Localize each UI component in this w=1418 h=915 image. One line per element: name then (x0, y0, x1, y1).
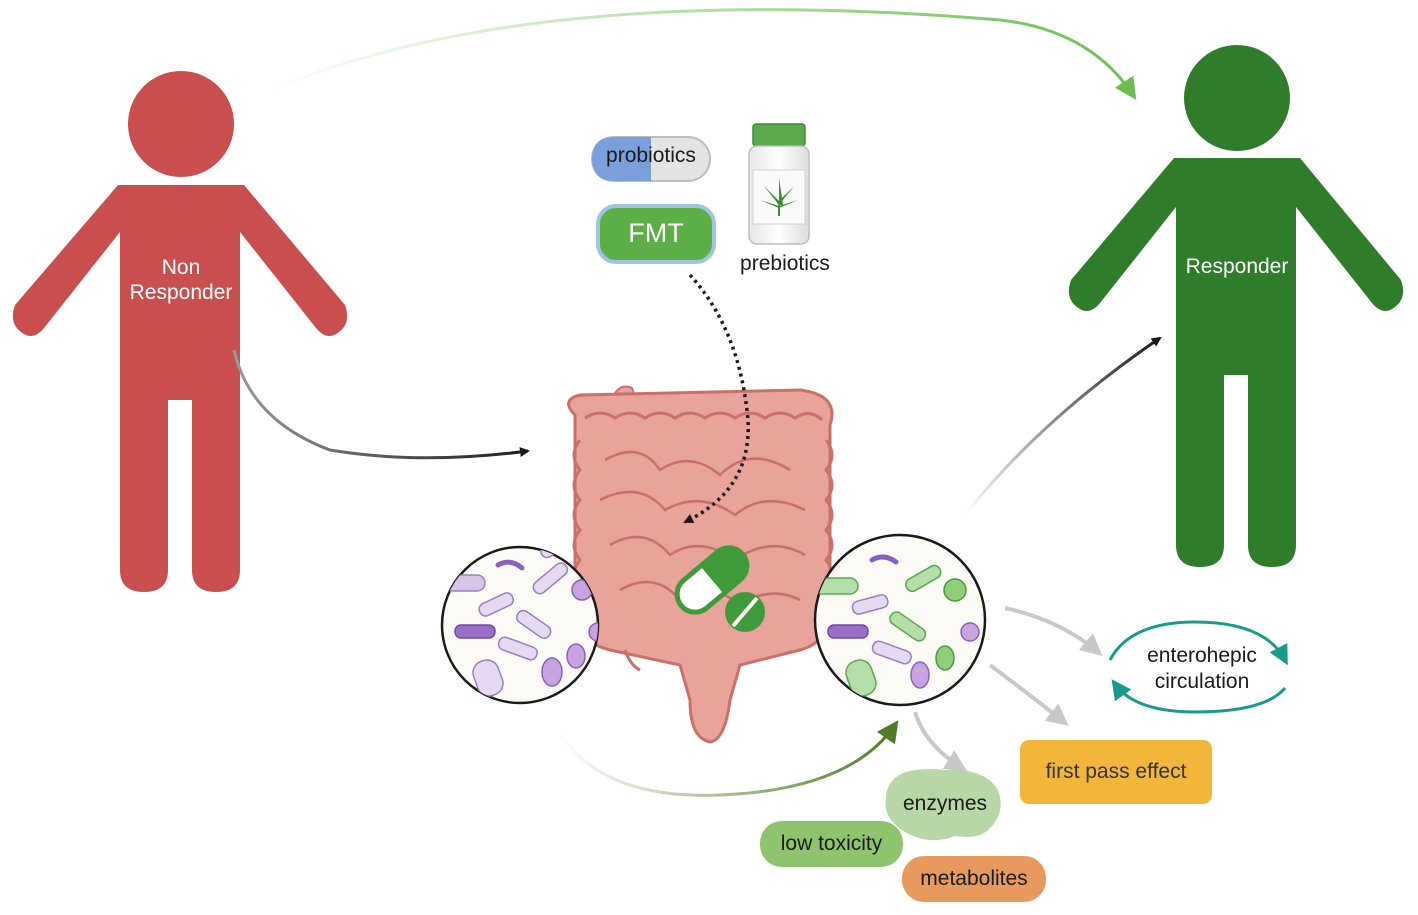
enzymes-blob (885, 769, 1001, 841)
prebiotics-vial (748, 123, 810, 245)
enzymes-label: enzymes (902, 792, 988, 815)
responder-figure (1068, 45, 1404, 567)
enterohepatic-label: enterohepic circulation (1120, 643, 1284, 695)
metabolites-label: metabolites (920, 867, 1028, 890)
dysbiotic-microbiome-circle (440, 545, 600, 705)
healthy-microbiome-circle (813, 533, 987, 707)
low-toxicity-label: low toxicity (780, 832, 883, 855)
leaf-icon (760, 178, 798, 216)
probiotics-label: probiotics (606, 144, 696, 167)
arrow-to-enzymes (913, 711, 968, 772)
arrow-to-first-pass (988, 663, 1069, 726)
low-toxicity-box (760, 821, 903, 867)
enterohepatic-label-line1: enterohepic (1147, 644, 1257, 667)
fmt-pill (596, 204, 716, 264)
non-responder-figure (12, 71, 348, 592)
non-responder-label-line2: Responder (129, 281, 233, 304)
fmt-dotted-arrow (683, 273, 750, 524)
top-transition-arrow (259, 8, 1137, 101)
probiotics-capsule (591, 136, 711, 182)
microbiome-shift-arrow (556, 720, 899, 797)
non-responder-to-gut-arrow (232, 349, 530, 460)
prebiotics-label: prebiotics (740, 252, 830, 275)
tablet-icon (725, 592, 765, 632)
first-pass-label: first pass effect (1045, 760, 1187, 783)
gut-to-responder-arrow (963, 336, 1162, 516)
metabolites-box (902, 856, 1046, 902)
first-pass-box (1020, 740, 1212, 804)
enterohepatic-label-line2: circulation (1154, 670, 1250, 693)
fmt-label: FMT (628, 218, 684, 248)
arrow-to-enterohepatic (1004, 606, 1103, 656)
non-responder-label: Non Responder (110, 255, 252, 305)
capsule-icon (674, 545, 750, 615)
responder-label: Responder (1185, 255, 1289, 278)
enterohepatic-loop (1108, 620, 1288, 714)
non-responder-label-line1: Non (161, 256, 201, 279)
